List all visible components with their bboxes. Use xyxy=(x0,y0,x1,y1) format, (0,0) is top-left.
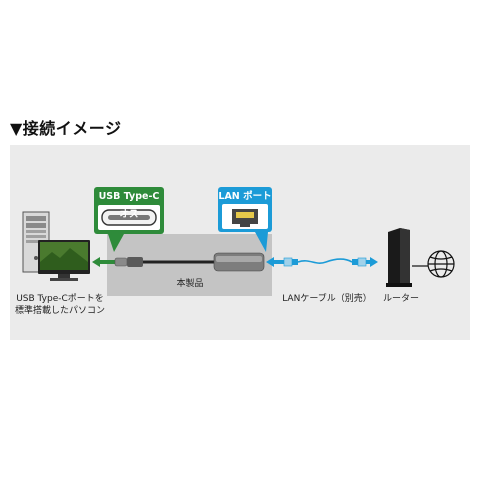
cable-caption: LANケーブル（別売） xyxy=(282,294,372,304)
lan-adapter-icon xyxy=(213,252,265,272)
lan-callout-frame xyxy=(218,187,272,252)
pc-caption-line2: 標準搭載したパソコン xyxy=(14,306,105,316)
pc-caption-line1: USB Type-Cポートを xyxy=(16,294,104,304)
router-icon xyxy=(386,228,412,287)
section-heading: ▼接続イメージ xyxy=(10,119,122,138)
lan-cable-icon xyxy=(283,257,367,267)
usb-callout-label: USB Type-C オス xyxy=(98,191,160,220)
monitor-icon xyxy=(38,240,90,281)
arrow-to-adapter-icon xyxy=(266,257,274,267)
lan-callout-label: LAN ポート xyxy=(218,191,272,202)
globe-icon xyxy=(412,250,455,278)
pc-caption: USB Type-Cポートを 標準搭載したパソコン xyxy=(10,293,110,317)
product-caption: 本製品 xyxy=(176,279,204,289)
usb-c-plug-icon xyxy=(114,257,143,267)
arrow-to-router-icon xyxy=(370,257,378,267)
router-caption: ルーター xyxy=(382,294,419,304)
usb-callout-frame xyxy=(94,187,164,252)
arrow-to-pc-icon xyxy=(92,257,100,267)
